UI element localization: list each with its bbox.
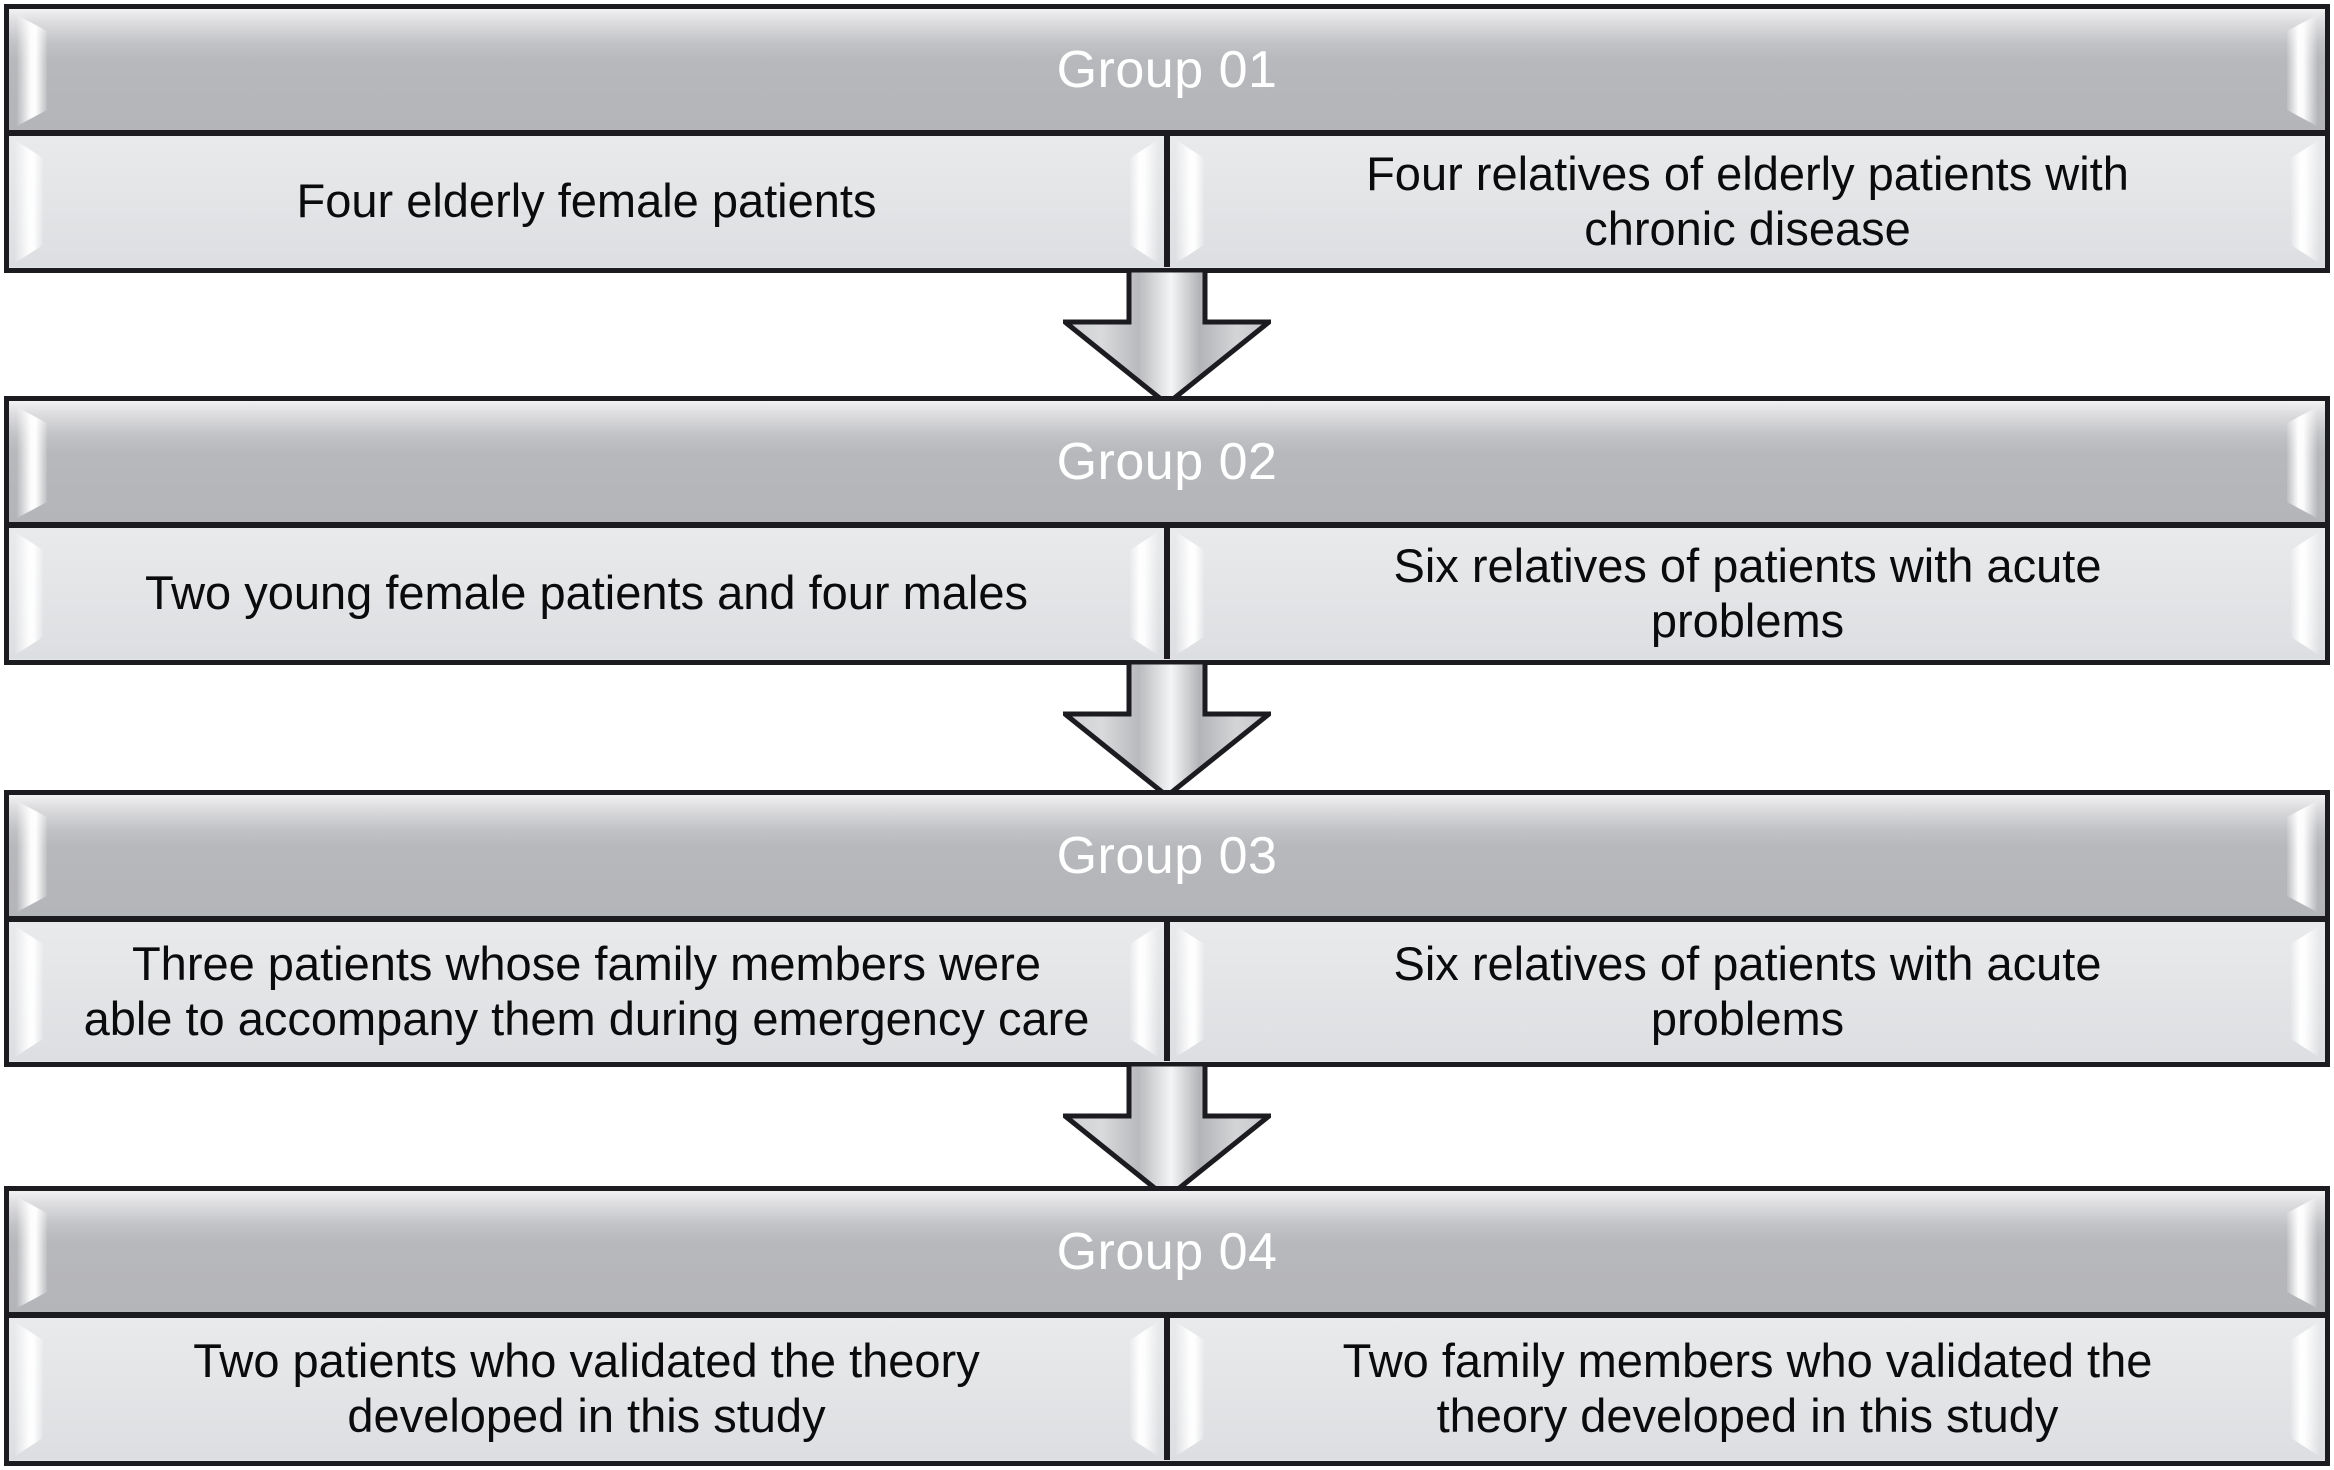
down-arrow-icon	[1063, 1062, 1271, 1200]
group-body-01: Four elderly female patients Four relati…	[9, 136, 2325, 267]
group-02-right-cell-text: Six relatives of patients with acute pro…	[1393, 538, 2102, 647]
group-title-04: Group 04	[1056, 1222, 1278, 1281]
connector-arrow-01-to-02	[1063, 268, 1271, 406]
group-header-02: Group 02	[9, 401, 2325, 528]
group-header-04: Group 04	[9, 1191, 2325, 1318]
group-02-left-cell-text: Two young female patients and four males	[144, 566, 1029, 620]
group-header-01: Group 01	[9, 9, 2325, 136]
group-header-03: Group 03	[9, 795, 2325, 922]
group-04-right-cell: Two family members who validated the the…	[1164, 1318, 2325, 1460]
group-body-03: Three patients whose family members were…	[9, 922, 2325, 1061]
group-body-04: Two patients who validated the theory de…	[9, 1318, 2325, 1460]
down-arrow-icon	[1063, 660, 1271, 798]
group-block-04: Group 04 Two patients who validated the …	[4, 1186, 2330, 1466]
group-03-left-cell-text: Three patients whose family members were…	[83, 936, 1090, 1045]
group-02-left-cell: Two young female patients and four males	[9, 528, 1164, 659]
group-04-left-cell-text: Two patients who validated the theory de…	[193, 1334, 980, 1442]
group-block-01: Group 01 Four elderly female patients Fo…	[4, 4, 2330, 273]
group-03-right-cell-text: Six relatives of patients with acute pro…	[1393, 936, 2102, 1045]
group-block-03: Group 03 Three patients whose family mem…	[4, 790, 2330, 1067]
group-body-02: Two young female patients and four males…	[9, 528, 2325, 659]
group-title-02: Group 02	[1056, 432, 1278, 491]
group-04-right-cell-text: Two family members who validated the the…	[1342, 1334, 2153, 1442]
connector-arrow-02-to-03	[1063, 660, 1271, 798]
group-01-left-cell-text: Four elderly female patients	[296, 174, 877, 228]
down-arrow-icon	[1063, 268, 1271, 406]
group-03-right-cell: Six relatives of patients with acute pro…	[1164, 922, 2325, 1061]
group-01-right-cell: Four relatives of elderly patients with …	[1164, 136, 2325, 267]
group-03-left-cell: Three patients whose family members were…	[9, 922, 1164, 1061]
group-01-left-cell: Four elderly female patients	[9, 136, 1164, 267]
group-04-left-cell: Two patients who validated the theory de…	[9, 1318, 1164, 1460]
group-02-right-cell: Six relatives of patients with acute pro…	[1164, 528, 2325, 659]
group-01-right-cell-text: Four relatives of elderly patients with …	[1366, 146, 2129, 255]
group-title-01: Group 01	[1056, 40, 1278, 99]
group-block-02: Group 02 Two young female patients and f…	[4, 396, 2330, 665]
connector-arrow-03-to-04	[1063, 1062, 1271, 1200]
group-title-03: Group 03	[1056, 826, 1278, 885]
